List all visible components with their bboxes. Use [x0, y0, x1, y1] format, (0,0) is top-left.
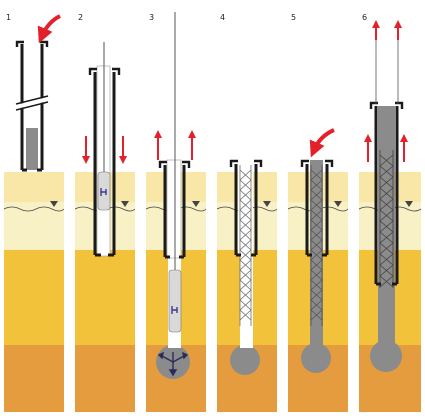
panel-label: 6: [362, 13, 367, 22]
panel-3: [154, 12, 196, 379]
panel-1-strata: [4, 4, 64, 412]
panel-label: 1: [6, 13, 11, 22]
panel-5: [300, 128, 335, 373]
reinforcement-cage: [239, 165, 252, 326]
concrete-plug: [26, 128, 38, 170]
panel-1: [15, 14, 61, 172]
panel-6: [364, 20, 408, 372]
water-level-icon: [50, 201, 413, 207]
vibrator-probe-icon: [97, 171, 111, 211]
concrete-column: [378, 106, 395, 352]
panel-label: 4: [220, 13, 225, 22]
reinforcement-cage: [379, 150, 394, 288]
panel-label: 3: [149, 13, 154, 22]
vibrator-probe-icon: [168, 269, 182, 333]
curved-arrow-icon: [37, 14, 61, 44]
panel-label: 5: [291, 13, 296, 22]
panel-2: [82, 42, 127, 257]
curved-arrow-icon: [309, 128, 335, 158]
panel-4: [229, 159, 263, 375]
panel-gaps: [64, 0, 359, 416]
panel-4-strata: [217, 4, 277, 412]
concrete-bulb: [230, 345, 260, 375]
panel-label: 2: [78, 13, 83, 22]
concrete-bulb: [301, 343, 331, 373]
reinforcement-cage: [310, 165, 323, 326]
